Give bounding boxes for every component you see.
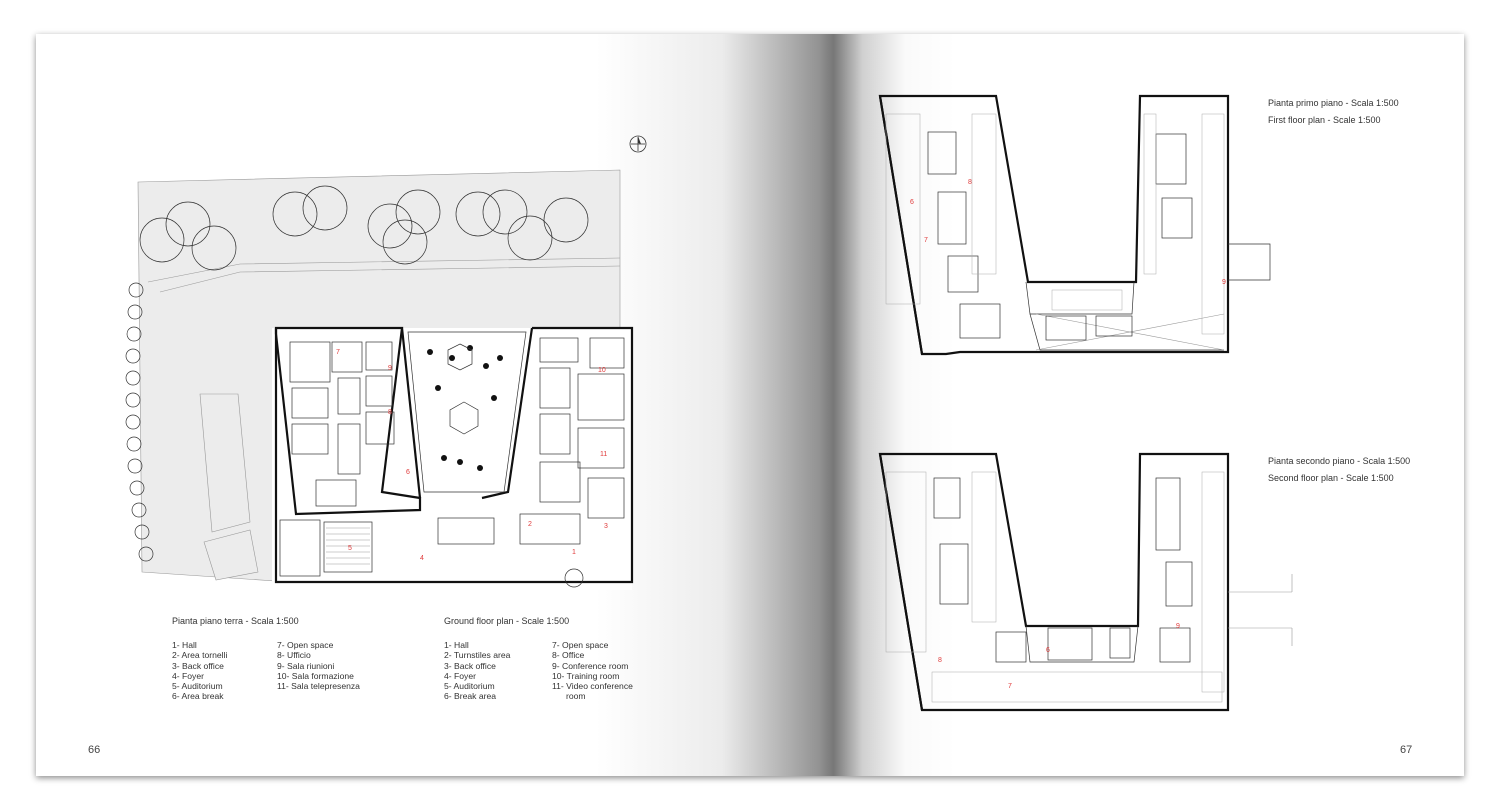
legend-item: 2- Area tornelli — [172, 650, 228, 661]
book-spread: 1 2 3 4 5 6 7 8 9 10 11 Pianta piano ter… — [36, 34, 1464, 776]
legend-item: 3- Back office — [444, 660, 496, 671]
room-label: 5 — [348, 545, 352, 552]
book-gutter-shadow — [596, 34, 956, 776]
room-label: 8 — [968, 179, 972, 186]
legend-item: 9- Conference room — [552, 660, 629, 671]
legend-item: 8- Ufficio — [277, 650, 311, 661]
room-label: 9 — [1222, 279, 1226, 286]
legend-item: 11- Sala telepresenza — [277, 681, 360, 692]
room-label: 4 — [420, 555, 424, 562]
room-label: 3 — [604, 523, 608, 530]
room-label: 7 — [924, 237, 928, 244]
interior-partitions — [279, 337, 625, 577]
ground-floor-caption-it: Pianta piano terra - Scala 1:500 — [172, 616, 299, 626]
room-label: 1 — [572, 549, 576, 556]
legend-item: 10- Sala formazione — [277, 670, 354, 681]
room-label: 8 — [388, 409, 392, 416]
legend-item: 7- Open space — [277, 640, 334, 650]
legend-item: 1- Hall — [172, 640, 197, 650]
room-label: 9 — [388, 365, 392, 372]
legend-it-col1: 1- Hall 2- Area tornelli 3- Back office … — [172, 640, 227, 702]
room-label: 7 — [336, 349, 340, 356]
tree-canopies — [139, 185, 589, 271]
legend-it-col2: 7- Open space 8- Ufficio 9- Sala riunion… — [277, 640, 360, 691]
desk-grid — [885, 471, 1225, 703]
legend-item: 5- Auditorium — [444, 681, 495, 692]
room-label: 7 — [1008, 683, 1012, 690]
page-number-right: 67 — [1400, 744, 1413, 756]
first-floor-caption-en: First floor plan - Scale 1:500 — [1268, 115, 1381, 125]
legend-item: 11- Video conference — [552, 681, 633, 692]
legend-item: 3- Back office — [172, 660, 224, 671]
legend-item: 5- Auditorium — [172, 681, 223, 692]
legend-item: 4- Foyer — [172, 670, 204, 681]
ground-floor-caption-en: Ground floor plan - Scale 1:500 — [444, 616, 570, 626]
legend-item: 7- Open space — [552, 640, 609, 650]
courtyard-shrubs — [427, 345, 503, 471]
legend-item: room — [566, 691, 586, 702]
ground-floor-plan: 1 2 3 4 5 6 7 8 9 10 11 — [125, 169, 634, 590]
legend-item: 1- Hall — [444, 640, 469, 650]
first-floor-caption-it: Pianta primo piano - Scala 1:500 — [1268, 98, 1399, 108]
second-floor-plan: 7 6 9 8 — [878, 452, 1293, 712]
first-floor-plan: 6 7 8 9 — [878, 94, 1271, 356]
legend-en-col1: 1- Hall 2- Turnstiles area 3- Back offic… — [444, 640, 510, 702]
desk-grid — [885, 113, 1225, 335]
room-label: 2 — [528, 521, 532, 528]
room-label: 8 — [938, 657, 942, 664]
legend-en-col2: 7- Open space 8- Office 9- Conference ro… — [552, 640, 633, 702]
legend-item: 8- Office — [552, 650, 585, 661]
tree-row — [125, 282, 154, 562]
second-floor-caption-it: Pianta secondo piano - Scala 1:500 — [1268, 456, 1411, 466]
north-arrow-icon — [629, 135, 647, 153]
room-label: 10 — [598, 367, 606, 374]
legend-item: 4- Foyer — [444, 670, 476, 681]
legend-item: 2- Turnstiles area — [444, 650, 511, 661]
legend-item: 9- Sala riunioni — [277, 660, 335, 671]
office-partitions — [933, 477, 1193, 663]
legend-item: 10- Training room — [552, 670, 620, 681]
page-number-left: 66 — [88, 744, 101, 756]
legend-item: 6- Area break — [172, 691, 224, 702]
room-label: 6 — [1046, 647, 1050, 654]
room-label: 11 — [600, 451, 607, 458]
auditorium-seating — [326, 527, 370, 565]
legend-item: 6- Break area — [444, 691, 497, 702]
second-floor-caption-en: Second floor plan - Scale 1:500 — [1268, 473, 1394, 483]
room-label: 9 — [1176, 623, 1180, 630]
room-label: 6 — [910, 199, 914, 206]
office-partitions — [927, 131, 1193, 341]
room-label: 6 — [406, 469, 410, 476]
